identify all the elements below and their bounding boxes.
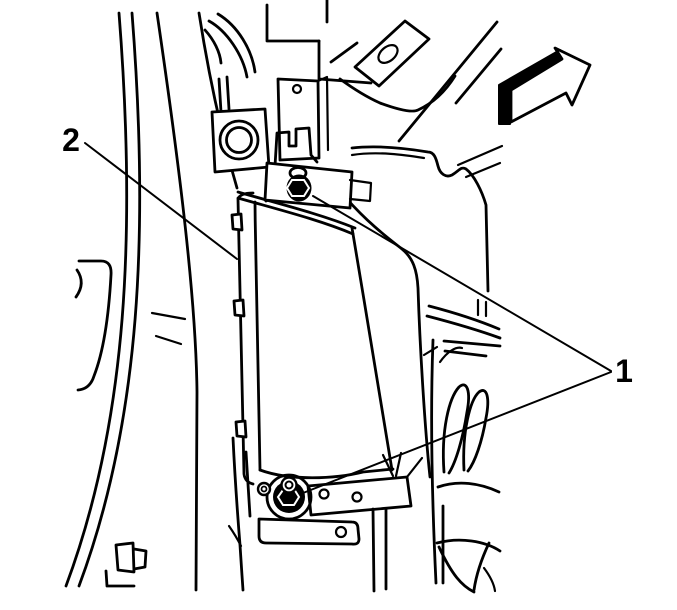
mounting-bolt-upper [263,161,373,210]
retainer-clip [232,298,246,318]
retainer-clip [234,419,248,439]
callout-2-label: 2 [62,122,80,158]
door-panel-lines [74,259,187,392]
module-top-edge [236,190,357,236]
cowl-plate [338,19,504,179]
callout-1-label: 1 [615,353,633,389]
callout-1-leader-upper [312,195,612,372]
lower-bracket [227,436,424,593]
mounting-bolt-lower [256,473,313,521]
callout-1-leader-lower [302,371,612,494]
a-pillar-lines [64,11,239,592]
module-panel [230,191,395,486]
direction-arrow-icon [498,46,592,125]
retainer-clip [230,212,244,232]
leader-lines [84,142,612,494]
callout-2-leader [84,142,238,260]
wheelhouse-liner [422,338,502,594]
lower-clip [104,541,148,588]
harness-lines [203,12,257,114]
upper-bracket [210,0,373,174]
grommet-icon [218,119,260,161]
